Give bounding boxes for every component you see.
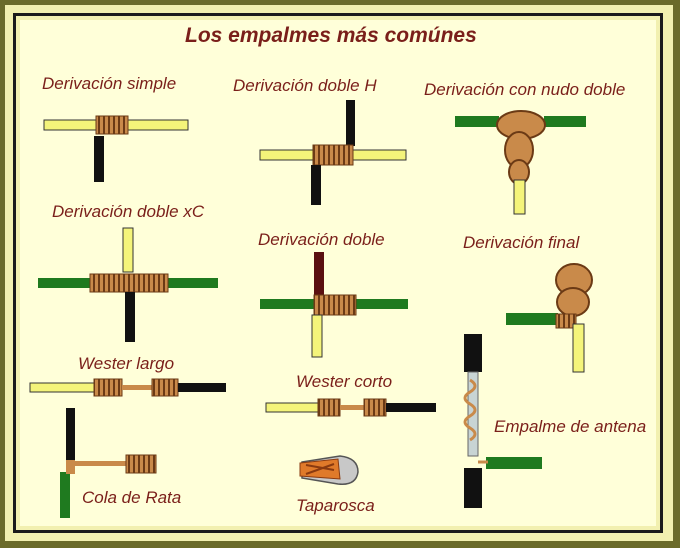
derivacion-simple-figure xyxy=(43,115,189,182)
derivacion-doble-xc-figure xyxy=(38,227,218,342)
label-derivacion-doble-xc: Derivación doble xC xyxy=(52,202,205,221)
cola-de-rata-figure xyxy=(60,408,157,518)
label-empalme-antena: Empalme de antena xyxy=(494,417,647,436)
wester-largo-figure xyxy=(29,378,226,397)
label-taparosca: Taparosca xyxy=(296,496,375,515)
empalme-antena-figure xyxy=(463,334,542,508)
derivacion-final-figure xyxy=(506,263,593,373)
label-derivacion-simple: Derivación simple xyxy=(42,74,177,93)
label-wester-largo: Wester largo xyxy=(78,354,175,373)
label-wester-corto: Wester corto xyxy=(296,372,393,391)
diagram-panel xyxy=(20,20,656,526)
label-derivacion-doble: Derivación doble xyxy=(258,230,385,249)
frame-border xyxy=(13,13,663,533)
taparosca-figure xyxy=(299,455,359,485)
derivacion-doble-h-figure xyxy=(259,100,407,205)
label-cola-de-rata: Cola de Rata xyxy=(82,488,182,507)
wester-corto-figure xyxy=(265,398,436,417)
derivacion-nudo-doble-figure xyxy=(455,110,586,215)
label-derivacion-nudo-doble: Derivación con nudo doble xyxy=(424,80,626,99)
derivacion-doble-figure xyxy=(260,252,408,358)
page-title: Los empalmes más comúnes xyxy=(185,24,477,47)
label-derivacion-doble-h: Derivación doble H xyxy=(233,76,377,95)
label-derivacion-final: Derivación final xyxy=(463,233,580,252)
